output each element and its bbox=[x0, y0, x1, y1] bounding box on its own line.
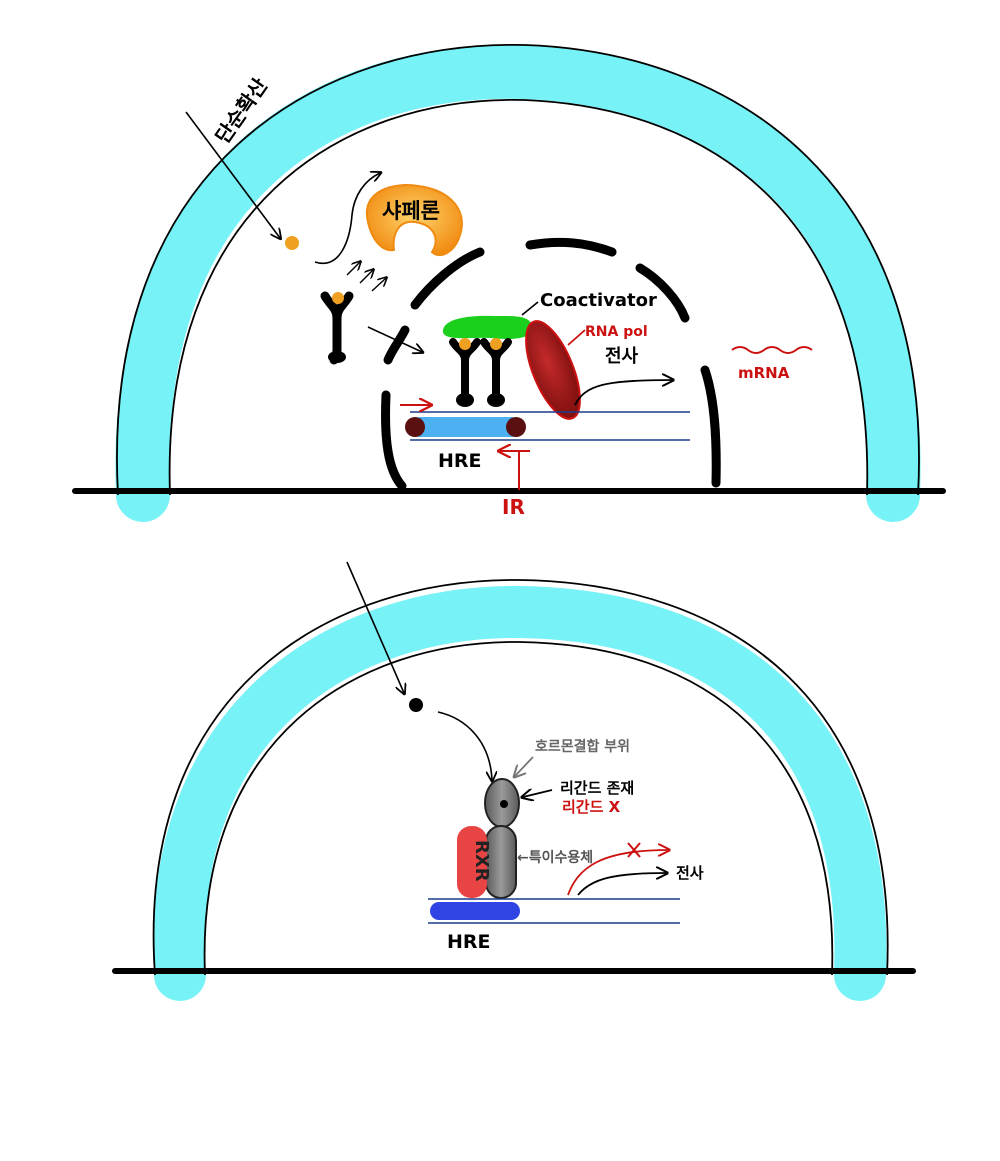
binding-site-leader bbox=[515, 757, 533, 776]
bottom-transcription-black-arrow bbox=[578, 873, 666, 895]
label-rna-pol: RNA pol bbox=[585, 324, 648, 340]
bottom-panel: 호르몬결합 부위 리간드 존재 리간드 X ←특이수용체 RXR 전사 HRE bbox=[115, 562, 913, 975]
label-hre-bottom: HRE bbox=[447, 931, 491, 953]
top-panel: 단순확산 샤페론 Coactivator RNA pol 전사 mRNA HRE… bbox=[75, 45, 943, 519]
label-transcription-top: 전사 bbox=[605, 346, 639, 367]
label-mrna: mRNA bbox=[738, 364, 790, 382]
ligand-present-leader bbox=[523, 790, 552, 797]
top-hormone-free bbox=[285, 236, 299, 250]
top-hre-end-left bbox=[405, 417, 425, 437]
label-chaperone: 샤페론 bbox=[382, 199, 440, 223]
bottom-membrane-band bbox=[179, 612, 860, 975]
label-specific-receptor: ←특이수용체 bbox=[517, 849, 593, 866]
top-hre-end-right bbox=[506, 417, 526, 437]
label-transcription-bottom: 전사 bbox=[676, 864, 704, 882]
bottom-hormone bbox=[409, 698, 423, 712]
receptor-bound-ligand bbox=[500, 800, 508, 808]
top-receptor-dimer bbox=[453, 338, 508, 407]
label-ir: IR bbox=[502, 495, 525, 519]
bottom-hre-region bbox=[430, 902, 520, 920]
bottom-hormone-arrow bbox=[438, 712, 492, 780]
label-coactivator: Coactivator bbox=[540, 290, 657, 311]
label-hre-top: HRE bbox=[438, 450, 482, 472]
label-ligand-absent: 리간드 X bbox=[562, 798, 621, 816]
top-receptor-cytoplasm bbox=[325, 292, 349, 363]
top-hre-region bbox=[410, 417, 522, 437]
label-ligand-present: 리간드 존재 bbox=[560, 779, 634, 797]
blocked-x-mark bbox=[628, 843, 640, 857]
top-transcription-arrow bbox=[575, 380, 672, 405]
coactivator-shape bbox=[443, 316, 532, 339]
label-hormone-binding-site: 호르몬결합 부위 bbox=[535, 738, 630, 755]
mrna-wave bbox=[732, 347, 812, 353]
release-arrows bbox=[347, 262, 386, 291]
label-rxr: RXR bbox=[471, 840, 492, 882]
rna-pol-leader bbox=[568, 330, 585, 345]
coactivator-leader bbox=[522, 302, 538, 315]
bottom-membrane-outer-line bbox=[154, 580, 888, 975]
rna-polymerase-shape bbox=[515, 314, 591, 425]
